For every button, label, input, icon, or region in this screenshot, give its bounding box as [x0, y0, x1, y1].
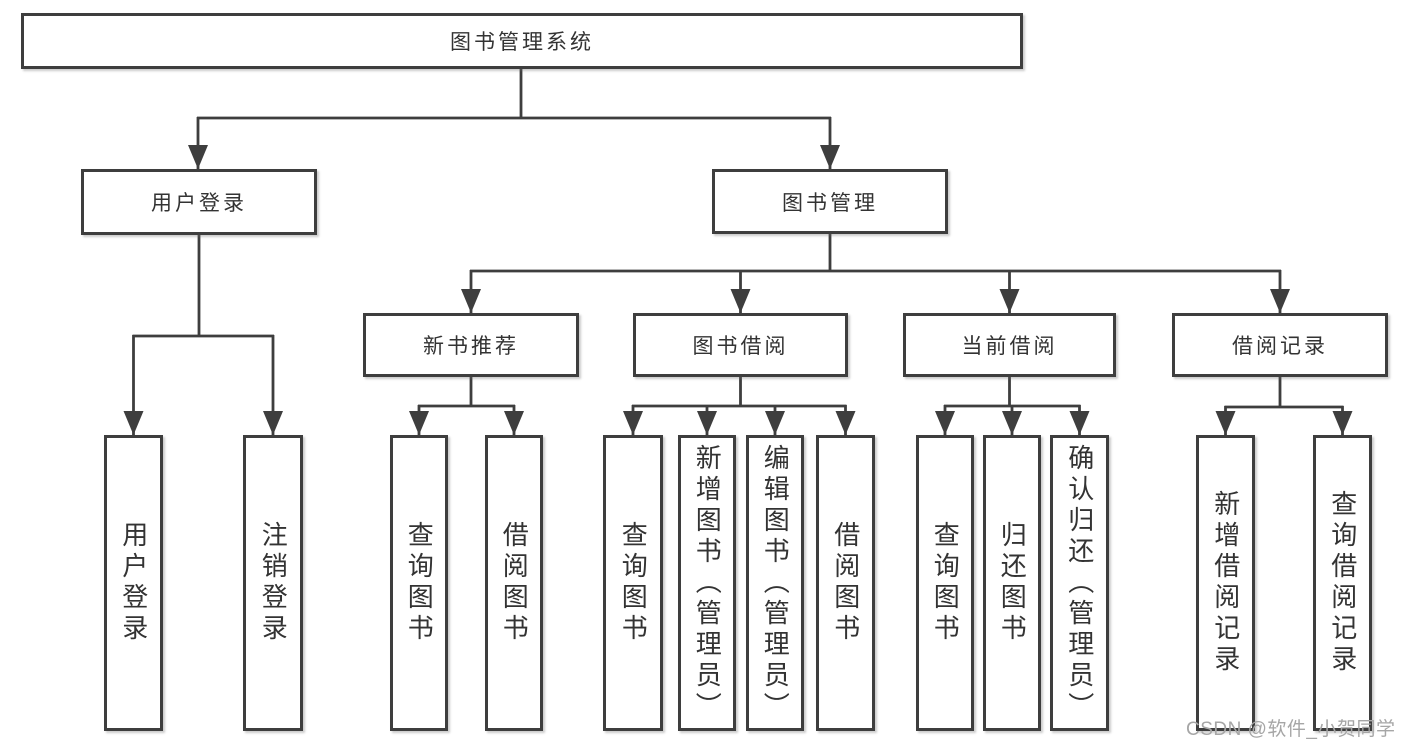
- node-library-management-system: 图书管理系统: [21, 13, 1023, 69]
- leaf-query-books-recommend: 查询图书: [390, 435, 448, 731]
- node-new-book-recommend: 新书推荐: [363, 313, 579, 377]
- leaf-label: 用户登录: [118, 521, 149, 645]
- leaf-label: 借阅图书: [499, 521, 530, 645]
- leaf-label: 归还图书: [997, 521, 1028, 645]
- node-book-borrow: 图书借阅: [633, 313, 848, 377]
- leaf-label: 借阅图书: [830, 521, 861, 645]
- leaf-label: 查询借阅记录: [1327, 490, 1358, 676]
- leaf-query-books-current: 查询图书: [916, 435, 974, 731]
- leaf-label: 查询图书: [404, 521, 435, 645]
- node-label: 图书管理系统: [450, 31, 594, 54]
- node-book-management: 图书管理: [712, 169, 948, 234]
- leaf-edit-book-admin: 编辑图书（管理员）: [746, 435, 804, 731]
- leaf-query-borrow-record: 查询借阅记录: [1313, 435, 1372, 731]
- leaf-label: 新增借阅记录: [1210, 490, 1241, 676]
- node-label: 用户登录: [151, 192, 247, 215]
- leaf-label: 注销登录: [258, 521, 289, 645]
- watermark: CSDN @软件_小贺同学: [1186, 719, 1396, 740]
- node-label: 图书借阅: [692, 335, 789, 358]
- leaf-add-borrow-record: 新增借阅记录: [1196, 435, 1255, 731]
- node-current-borrow: 当前借阅: [903, 313, 1116, 377]
- node-label: 当前借阅: [961, 335, 1058, 358]
- leaf-label: 查询图书: [930, 521, 961, 645]
- leaf-borrow-books-recommend: 借阅图书: [485, 435, 543, 731]
- node-borrow-records: 借阅记录: [1172, 313, 1388, 377]
- leaf-confirm-return-admin: 确认归还（管理员）: [1050, 435, 1109, 731]
- leaf-add-book-admin: 新增图书（管理员）: [678, 435, 736, 731]
- leaf-label: 确认归还（管理员）: [1064, 443, 1095, 723]
- leaf-query-books-borrow: 查询图书: [603, 435, 663, 731]
- leaf-label: 编辑图书（管理员）: [760, 443, 791, 723]
- leaf-label: 查询图书: [618, 521, 649, 645]
- leaf-logout: 注销登录: [243, 435, 303, 731]
- leaf-return-books: 归还图书: [983, 435, 1041, 731]
- leaf-label: 新增图书（管理员）: [692, 443, 723, 723]
- leaf-borrow-books-borrow: 借阅图书: [816, 435, 875, 731]
- leaf-user-login: 用户登录: [104, 435, 163, 731]
- node-label: 图书管理: [782, 191, 878, 215]
- node-label: 借阅记录: [1232, 335, 1328, 358]
- node-user-login: 用户登录: [81, 169, 317, 235]
- node-label: 新书推荐: [423, 335, 519, 358]
